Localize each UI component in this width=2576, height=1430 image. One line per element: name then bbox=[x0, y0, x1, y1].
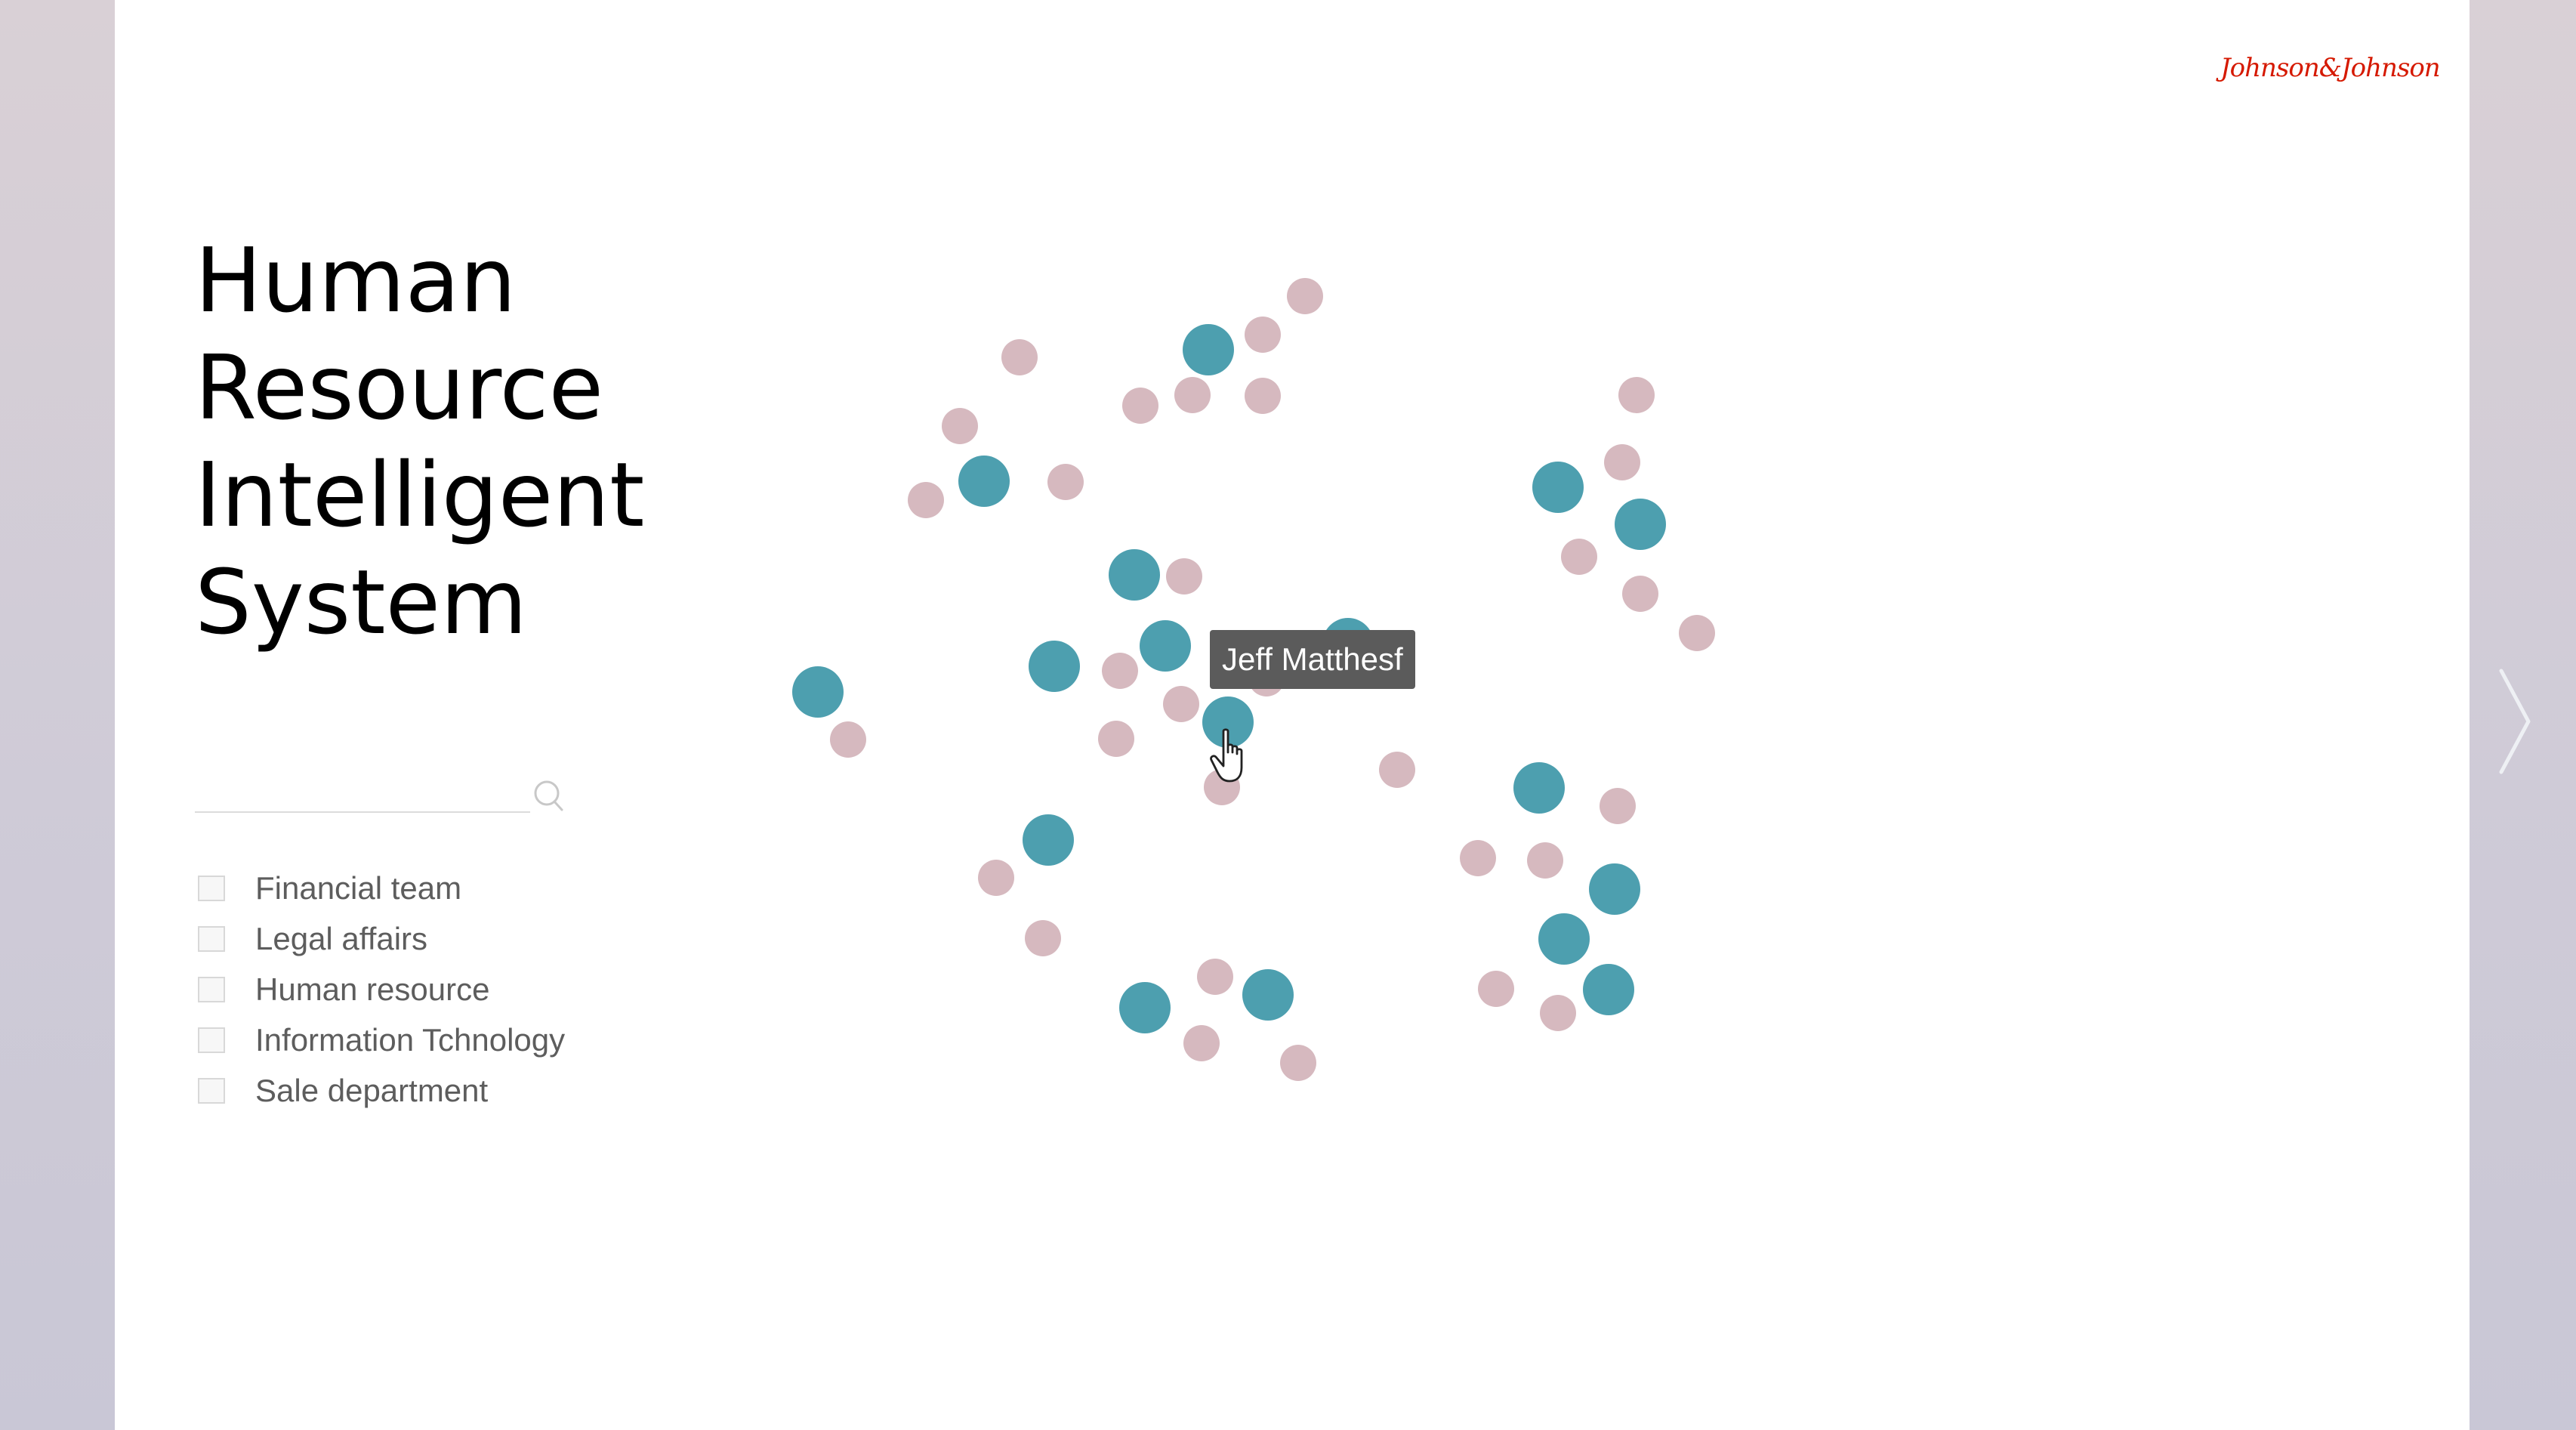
employee-node[interactable] bbox=[1622, 576, 1658, 612]
checkbox[interactable] bbox=[198, 976, 225, 1002]
hand-pointer-icon bbox=[1210, 728, 1243, 783]
filter-item-financial-team[interactable]: Financial team bbox=[198, 863, 565, 913]
employee-node-highlighted[interactable] bbox=[1109, 549, 1160, 601]
employee-node-highlighted[interactable] bbox=[1615, 499, 1666, 550]
employee-node-highlighted[interactable] bbox=[1119, 982, 1171, 1033]
checkbox[interactable] bbox=[198, 875, 225, 901]
employee-node[interactable] bbox=[1540, 995, 1576, 1031]
filter-item-legal-affairs[interactable]: Legal affairs bbox=[198, 913, 565, 964]
employee-node[interactable] bbox=[1001, 339, 1038, 375]
employee-node-highlighted[interactable] bbox=[1532, 462, 1584, 513]
employee-node[interactable] bbox=[1604, 444, 1640, 480]
employee-node[interactable] bbox=[1183, 1025, 1220, 1061]
title-line: System bbox=[195, 550, 528, 654]
employee-node[interactable] bbox=[1122, 388, 1158, 424]
employee-node[interactable] bbox=[1618, 377, 1655, 413]
employee-node-highlighted[interactable] bbox=[1183, 324, 1234, 375]
employee-node[interactable] bbox=[1561, 539, 1597, 575]
checkbox[interactable] bbox=[198, 925, 225, 952]
employee-node[interactable] bbox=[1166, 558, 1202, 595]
filter-label: Information Tchnology bbox=[255, 1021, 566, 1058]
search-icon[interactable] bbox=[530, 778, 566, 814]
employee-node-highlighted[interactable] bbox=[1242, 969, 1294, 1021]
filter-label: Financial team bbox=[255, 869, 462, 906]
title-line: Intelligent bbox=[195, 443, 645, 547]
employee-node[interactable] bbox=[1379, 752, 1415, 788]
employee-node[interactable] bbox=[1478, 971, 1514, 1007]
checkbox[interactable] bbox=[198, 1077, 225, 1104]
employee-node[interactable] bbox=[1600, 788, 1636, 824]
employee-node-highlighted[interactable] bbox=[1589, 863, 1640, 915]
employee-node[interactable] bbox=[1460, 840, 1496, 876]
title-line: Resource bbox=[195, 335, 604, 440]
employee-node[interactable] bbox=[942, 408, 978, 444]
filter-label: Legal affairs bbox=[255, 920, 428, 956]
filter-label: Sale department bbox=[255, 1072, 489, 1108]
employee-node-highlighted[interactable] bbox=[1029, 641, 1080, 692]
employee-node-highlighted[interactable] bbox=[1140, 620, 1191, 672]
chevron-right-icon[interactable] bbox=[2491, 665, 2536, 778]
filter-item-human-resource[interactable]: Human resource bbox=[198, 964, 565, 1015]
main-card bbox=[115, 0, 2470, 1430]
search-input[interactable] bbox=[195, 771, 530, 813]
search-box bbox=[195, 771, 572, 816]
employee-node[interactable] bbox=[1245, 317, 1281, 353]
employee-node[interactable] bbox=[1527, 842, 1563, 879]
employee-node[interactable] bbox=[1047, 464, 1084, 500]
filter-item-sale-department[interactable]: Sale department bbox=[198, 1065, 565, 1116]
employee-node[interactable] bbox=[1025, 920, 1061, 956]
employee-node[interactable] bbox=[1679, 615, 1715, 651]
department-filter-list: Financial team Legal affairs Human resou… bbox=[198, 863, 565, 1116]
employee-node[interactable] bbox=[1102, 653, 1138, 689]
employee-node[interactable] bbox=[1098, 721, 1134, 757]
employee-node-highlighted[interactable] bbox=[1583, 964, 1634, 1015]
employee-node[interactable] bbox=[1287, 278, 1323, 314]
employee-node[interactable] bbox=[1245, 378, 1281, 414]
employee-node[interactable] bbox=[830, 721, 866, 758]
employee-node[interactable] bbox=[978, 860, 1014, 896]
page-title: Human Resource Intelligent System bbox=[195, 227, 644, 656]
checkbox[interactable] bbox=[198, 1027, 225, 1053]
employee-node-highlighted[interactable] bbox=[1538, 913, 1590, 965]
employee-node[interactable] bbox=[1280, 1045, 1316, 1081]
filter-item-information-technology[interactable]: Information Tchnology bbox=[198, 1015, 565, 1065]
employee-node-highlighted[interactable] bbox=[1202, 696, 1254, 748]
employee-tooltip: Jeff Matthesf bbox=[1210, 630, 1415, 689]
employee-node[interactable] bbox=[1174, 377, 1211, 413]
employee-node[interactable] bbox=[908, 482, 944, 518]
employee-node-highlighted[interactable] bbox=[958, 456, 1010, 507]
filter-label: Human resource bbox=[255, 971, 490, 1007]
employee-node-highlighted[interactable] bbox=[792, 666, 844, 718]
employee-node-highlighted[interactable] bbox=[1023, 814, 1074, 866]
title-line: Human bbox=[195, 228, 517, 332]
employee-node[interactable] bbox=[1163, 686, 1199, 722]
employee-node-highlighted[interactable] bbox=[1513, 762, 1565, 814]
employee-node[interactable] bbox=[1197, 959, 1233, 995]
